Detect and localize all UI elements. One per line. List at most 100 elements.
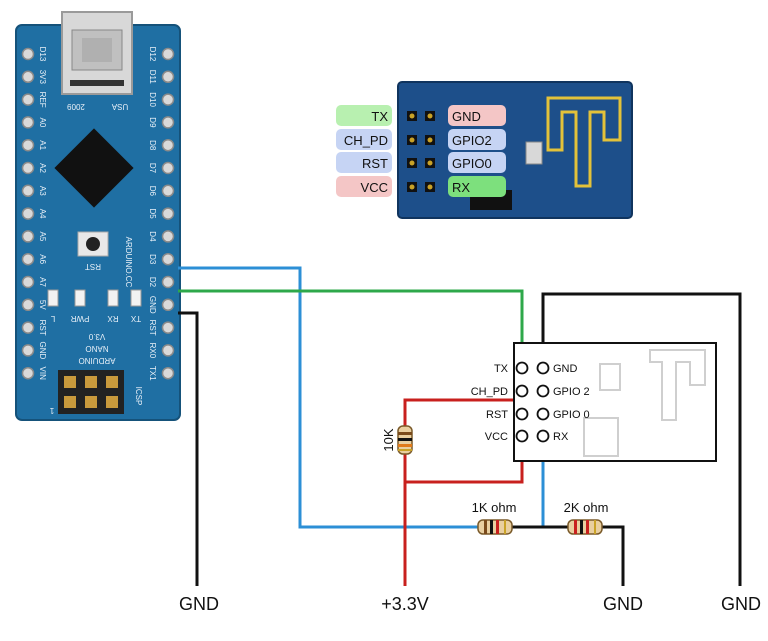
arduino-pin-label: A4 — [38, 209, 47, 219]
esp01-schematic-pin-label: GPIO 0 — [553, 409, 590, 421]
board-name-line3: V3.0 — [88, 332, 105, 341]
terminal-gnd-mid: GND — [603, 594, 643, 614]
arduino-pin-hole — [161, 207, 175, 220]
arduino-nano-board: USA 2009 RST ARDUINO.CC L PWR RX TX ARDU… — [15, 11, 181, 421]
esp01-label-chip — [448, 152, 506, 173]
arduino-pin-label: D12 — [148, 47, 157, 62]
arduino-pin-hole — [21, 184, 35, 198]
arduino-pin-label: 5V — [38, 300, 47, 310]
arduino-pin-hole — [21, 298, 35, 312]
esp01-schematic-pin-label: CH_PD — [471, 386, 508, 398]
esp01-header-pin-tip — [409, 160, 415, 166]
wire-d2-to-tx — [178, 289, 524, 368]
terminal-gnd-right: GND — [721, 594, 761, 614]
arduino-pin-hole — [161, 321, 175, 334]
arduino-pin-hole — [21, 366, 35, 380]
wire-d3-to-1k — [178, 266, 478, 529]
wire-esp-gnd — [541, 292, 742, 586]
arduino-pin-hole — [161, 93, 175, 106]
arduino-pin-hole — [21, 321, 35, 334]
esp01-header-pin-tip — [427, 184, 433, 190]
resistor-2k — [567, 519, 603, 535]
status-leds — [47, 289, 142, 307]
arduino-pin-label: D5 — [148, 208, 157, 219]
esp01-schematic-pin — [536, 384, 550, 398]
arduino-pin-label: 3V3 — [38, 70, 47, 85]
esp01-schematic-pin-label: TX — [494, 363, 509, 375]
terminal-gnd-left: GND — [179, 594, 219, 614]
usb-connector — [61, 11, 133, 95]
arduino-pin-label: RST — [38, 320, 47, 336]
arduino-pin-hole — [161, 116, 175, 129]
terminal-supply: +3.3V — [381, 594, 429, 614]
board-name-line1: ARDUINO — [79, 356, 116, 365]
esp01-schematic-pin-label: GND — [553, 363, 578, 375]
reset-button[interactable] — [77, 231, 109, 257]
arduino-pin-label: A6 — [38, 254, 47, 264]
esp01-pin-label: GPIO2 — [452, 133, 492, 148]
arduino-pin-label: REF — [38, 92, 47, 108]
arduino-pin-label: D4 — [148, 231, 157, 242]
arduino-pin-label: A0 — [38, 118, 47, 128]
arduino-pin-hole — [161, 47, 175, 61]
arduino-pin-label: D13 — [38, 47, 47, 62]
wire-2k-to-gnd — [602, 525, 625, 586]
arduino-pin-label: D6 — [148, 186, 157, 197]
esp01-header-pin-tip — [409, 137, 415, 143]
esp01-pin-label: TX — [371, 109, 388, 124]
arduino-pin-hole — [21, 138, 35, 152]
arduino-pin-hole — [161, 344, 175, 357]
arduino-pin-label: RX0 — [148, 343, 157, 359]
esp01-label-chip — [336, 105, 392, 126]
arduino-pin-hole — [161, 161, 175, 175]
esp01-schematic-pin — [536, 361, 550, 375]
led-label-pwr: PWR — [70, 314, 89, 323]
brand-label: ARDUINO.CC — [124, 237, 133, 288]
arduino-pin-hole — [21, 93, 35, 106]
arduino-pin-label: VIN — [38, 367, 47, 381]
esp01-schematic-pin — [515, 429, 529, 443]
arduino-pin-hole — [161, 70, 175, 84]
wire-arduino-gnd — [178, 311, 199, 586]
arduino-pin-hole — [161, 298, 175, 312]
esp01-header-pin-tip — [409, 184, 415, 190]
arduino-pin-hole — [21, 47, 35, 61]
icsp-header — [58, 370, 124, 414]
arduino-pin-label: GND — [148, 296, 157, 314]
arduino-pin-label: D11 — [148, 70, 157, 85]
arduino-pin-hole — [21, 230, 35, 243]
arduino-pin-hole — [161, 366, 175, 380]
arduino-pin-hole — [161, 184, 175, 198]
esp01-label-chip — [448, 176, 506, 197]
wires — [178, 266, 742, 586]
esp01-schematic-chip — [583, 417, 619, 457]
arduino-pin-hole — [21, 161, 35, 175]
led-label-l: L — [50, 314, 55, 323]
arduino-pin-label: D2 — [148, 277, 157, 288]
esp01-schematic-pin — [515, 407, 529, 421]
arduino-pin-hole — [21, 252, 35, 266]
usb-label: USA — [111, 102, 128, 111]
arduino-pin-label: D3 — [148, 254, 157, 265]
esp01-header-pin-tip — [427, 113, 433, 119]
arduino-pin-label: RST — [148, 320, 157, 336]
arduino-pin-label: D7 — [148, 163, 157, 174]
esp01-pin-label: CH_PD — [344, 133, 388, 148]
esp01-pin-label: GND — [452, 109, 481, 124]
arduino-pin-hole — [21, 344, 35, 357]
esp01-schematic-crystal — [599, 363, 621, 391]
esp01-schematic-pin-label: RST — [486, 409, 508, 421]
arduino-pin-label: D9 — [148, 117, 157, 128]
arduino-pin-hole — [21, 116, 35, 129]
esp01-schematic-outline — [513, 342, 717, 462]
esp01-schematic-pin-label: RX — [553, 431, 569, 443]
esp01-label-chip — [448, 105, 506, 126]
esp01-header-pin-tip — [427, 160, 433, 166]
